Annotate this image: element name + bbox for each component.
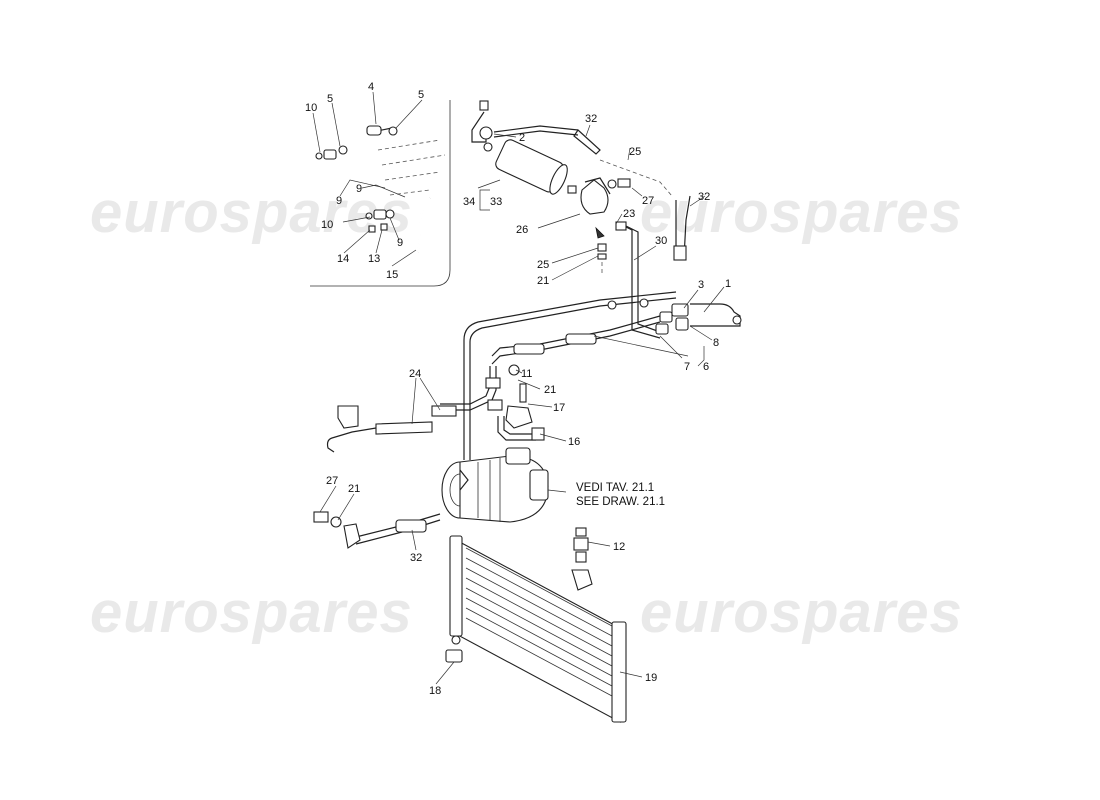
callout-21: 21 xyxy=(348,483,360,495)
callout-labels: 4 5 5 10 9 9 10 9 14 13 15 32 2 25 32 27… xyxy=(305,81,731,697)
callout-5: 5 xyxy=(327,93,333,105)
callout-5: 5 xyxy=(418,89,424,101)
callout-10: 10 xyxy=(305,102,317,114)
callout-11: 11 xyxy=(521,368,532,380)
watermark-bottom-right: eurospares xyxy=(640,580,963,645)
callout-1: 1 xyxy=(725,278,731,290)
callout-27: 27 xyxy=(326,475,338,487)
watermark-top-left: eurospares xyxy=(90,180,413,245)
callout-25: 25 xyxy=(537,259,549,271)
callout-4: 4 xyxy=(368,81,374,93)
callout-13: 13 xyxy=(368,253,380,265)
callout-8: 8 xyxy=(713,337,719,349)
callout-30: 30 xyxy=(655,235,667,247)
callout-19: 19 xyxy=(645,672,657,684)
callout-18: 18 xyxy=(429,685,441,697)
watermark-bottom-left: eurospares xyxy=(90,580,413,645)
callout-10: 10 xyxy=(321,219,333,231)
callout-32: 32 xyxy=(410,552,422,564)
callout-7: 7 xyxy=(684,361,690,373)
callout-9: 9 xyxy=(336,195,342,207)
callout-32: 32 xyxy=(585,113,597,125)
main-pipework xyxy=(326,291,742,460)
callout-3: 3 xyxy=(698,279,704,291)
reference-note-it: VEDI TAV. 21.1 xyxy=(576,482,654,494)
watermarks: eurospares eurospares eurospares eurospa… xyxy=(90,180,963,645)
reference-note-en: SEE DRAW. 21.1 xyxy=(576,496,665,508)
callout-23: 23 xyxy=(623,208,635,220)
callout-leaders xyxy=(319,124,725,685)
watermark-top-right: eurospares xyxy=(640,180,963,245)
callout-2: 2 xyxy=(519,132,525,144)
callout-27: 27 xyxy=(642,195,654,207)
callout-25: 25 xyxy=(629,146,641,158)
condenser xyxy=(445,527,627,723)
callout-9: 9 xyxy=(356,183,362,195)
callout-6: 6 xyxy=(703,361,709,373)
callout-32: 32 xyxy=(698,191,710,203)
callout-16: 16 xyxy=(568,436,580,448)
callout-33: 33 xyxy=(490,196,502,208)
inset-detail xyxy=(310,91,451,287)
callout-17: 17 xyxy=(553,402,565,414)
callout-21: 21 xyxy=(544,384,556,396)
callout-14: 14 xyxy=(337,253,349,265)
compressor xyxy=(313,447,567,549)
callout-9: 9 xyxy=(397,237,403,249)
receiver-drier-assembly xyxy=(471,100,691,339)
callout-21: 21 xyxy=(537,275,549,287)
callout-26: 26 xyxy=(516,224,528,236)
callout-15: 15 xyxy=(386,269,398,281)
callout-12: 12 xyxy=(613,541,625,553)
callout-34: 34 xyxy=(463,196,475,208)
callout-24: 24 xyxy=(409,368,421,380)
